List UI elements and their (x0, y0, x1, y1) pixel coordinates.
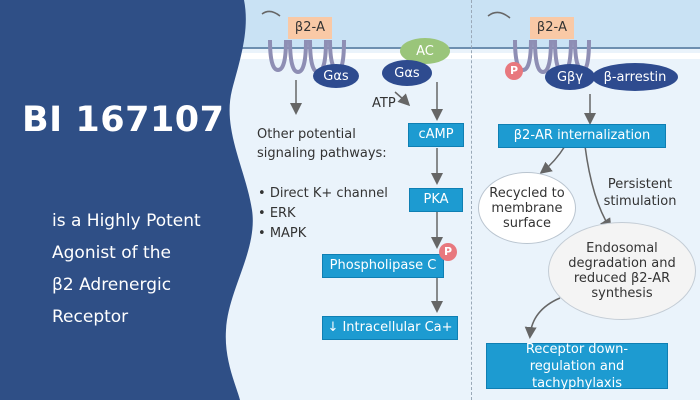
other-pathways-list: • Direct K+ channel • ERK • MAPK (258, 184, 388, 244)
left-panel-background (0, 0, 253, 400)
subtitle-line: Agonist of the (52, 243, 171, 263)
compound-title: BI 167107 (22, 100, 225, 140)
endosomal-ellipse: Endosomal degradation and reduced β2-AR … (548, 222, 696, 320)
list-item: • Direct K+ channel (258, 186, 388, 201)
camp-box: cAMP (408, 123, 464, 147)
g-beta-gamma: Gβγ (545, 64, 595, 90)
phospholipase-c-box: Phospholipase C (322, 254, 444, 278)
subtitle-line: β2 Adrenergic Receptor (52, 275, 172, 327)
list-item: • ERK (258, 206, 296, 221)
recycled-text: Recycled to membrane surface (489, 185, 565, 231)
compound-subtitle: is a Highly Potent Agonist of the β2 Adr… (52, 205, 252, 333)
recycled-ellipse: Recycled to membrane surface (478, 172, 576, 244)
intracellular-calcium-box: ↓ Intracellular Ca+ (322, 316, 458, 340)
section-divider (471, 0, 472, 400)
g-alpha-s-left: Gαs (313, 64, 359, 88)
list-item: • MAPK (258, 226, 307, 241)
receptor-b2a-right: β2-A (530, 17, 574, 39)
phospho-badge-receptor: P (505, 62, 523, 80)
atp-label: ATP (372, 96, 396, 111)
receptor-b2a-left: β2-A (288, 17, 332, 39)
g-alpha-s-middle: Gαs (382, 60, 432, 86)
beta-arrestin: β-arrestin (592, 63, 678, 91)
arrow-to-downregulation (524, 297, 561, 339)
downregulation-text: Receptor down-regulation and tachyphylax… (525, 341, 629, 391)
persistent-stimulation-label: Persistent stimulation (603, 177, 677, 209)
other-pathways-title: Other potential signaling pathways: (257, 127, 387, 161)
adenylyl-cyclase: AC (400, 38, 450, 64)
internalization-box: β2-AR internalization (498, 124, 666, 148)
arrow-to-recycled (539, 145, 566, 174)
pka-box: PKA (409, 188, 463, 212)
endosomal-text: Endosomal degradation and reduced β2-AR … (568, 241, 676, 301)
subtitle-line: is a Highly Potent (52, 211, 201, 231)
phospho-badge-plc: P (439, 243, 457, 261)
arrow-atp (394, 91, 411, 107)
downregulation-box: Receptor down-regulation and tachyphylax… (486, 341, 668, 391)
